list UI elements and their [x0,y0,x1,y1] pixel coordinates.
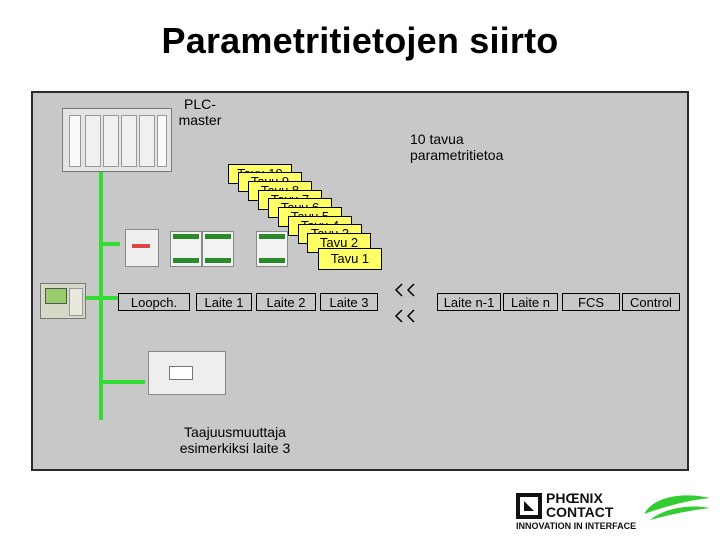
frequency-converter-image [148,351,226,395]
parameter-note: 10 tavua parametritietoa [410,131,504,163]
operator-panel-image [40,283,86,319]
io-module-image [202,231,234,267]
page-title: Parametritietojen siirto [161,20,559,61]
logo-tagline: INNOVATION IN INTERFACE [516,521,637,531]
phoenix-logo-mark [516,493,710,520]
bus-label-laite-2: Laite 2 [256,293,316,311]
io-module-image [125,229,159,267]
logo-line1: PHŒNIX [546,490,603,506]
plc-master-label: PLC- master [178,96,222,128]
bus-label-laite-n: Laite n [503,293,558,311]
bus-label-laite-n-1: Laite n-1 [437,293,501,311]
bus-label-fcs: FCS [562,293,620,311]
plc-rack-image [62,108,172,172]
line-break-symbol [394,283,415,323]
phoenix-logo: PHŒNIX CONTACT INNOVATION IN INTERFACE [514,490,714,534]
io-module-image [170,231,202,267]
tavu-box: Tavu 1 [318,248,382,270]
bus-label-control: Control [622,293,680,311]
bus-label-laite-3: Laite 3 [320,293,378,311]
logo-line2: CONTACT [546,504,614,520]
converter-caption: Taajuusmuuttaja esimerkiksi laite 3 [179,424,291,456]
bus-label-loopch: Loopch. [118,293,190,311]
io-module-image [256,231,288,267]
bus-label-laite-1: Laite 1 [196,293,252,311]
